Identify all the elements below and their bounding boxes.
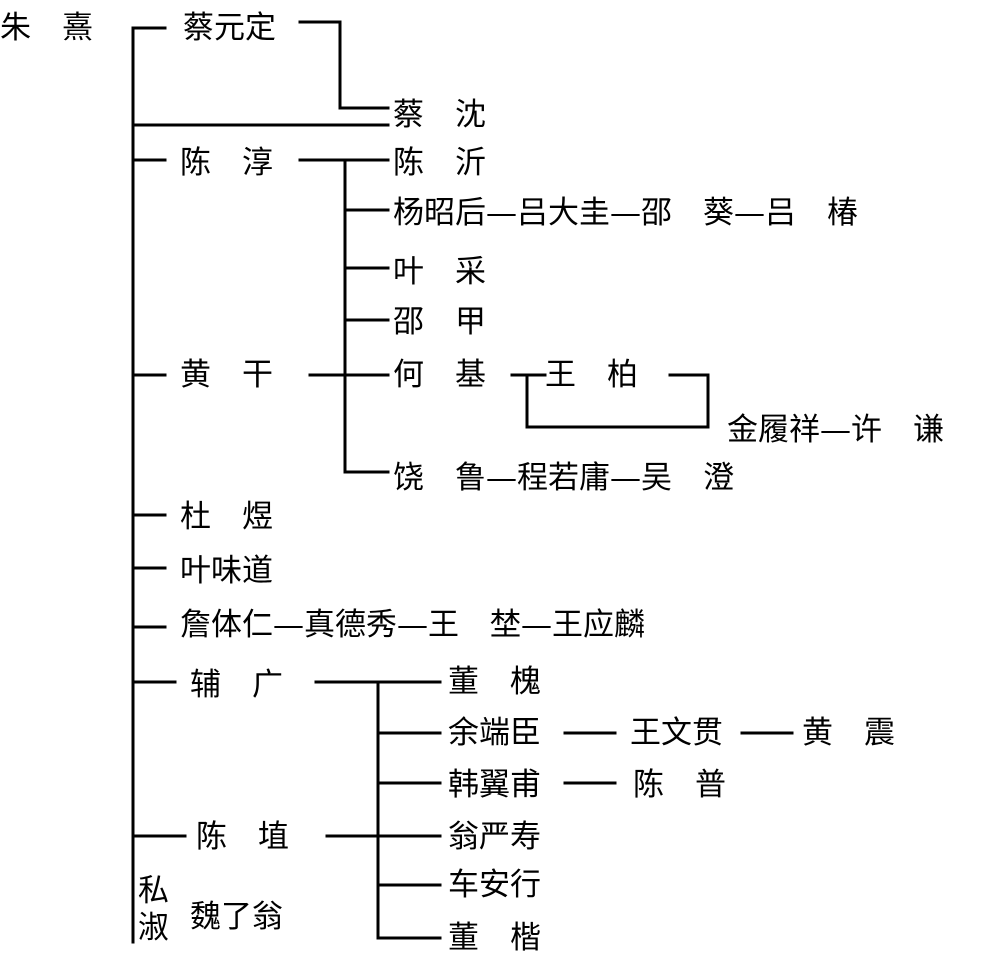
node-jin-lvxiang-chain: 金履祥—许 谦: [727, 412, 944, 448]
node-huang-gan: 黄 干: [180, 357, 273, 393]
node-chen-pu: 陈 普: [633, 767, 726, 803]
node-weng-yanshou: 翁严寿: [448, 819, 541, 855]
node-zhan-tiren-chain: 詹体仁—真德秀—王 埜—王应麟: [180, 607, 645, 643]
node-ye-weidao: 叶味道: [180, 553, 273, 589]
node-rao-lu-chain: 饶 鲁—程若庸—吴 澄: [393, 460, 734, 496]
node-cai-chen: 蔡 沈: [393, 97, 486, 133]
node-che-anxing: 车安行: [448, 867, 541, 903]
node-dong-kai: 董 楷: [448, 920, 541, 956]
node-zhu-xi: 朱 熹: [0, 10, 93, 46]
node-chen-qi: 陈 沂: [393, 145, 486, 181]
node-he-ji: 何 基: [393, 357, 486, 393]
node-fu-guang: 辅 广: [190, 667, 283, 703]
private-disciple-label: 私淑: [138, 873, 169, 946]
node-cai-yuanding: 蔡元定: [183, 10, 276, 46]
node-han-yifu: 韩翼甫: [448, 767, 541, 803]
node-du-yu: 杜 煜: [180, 499, 273, 535]
node-huang-zhen: 黄 震: [802, 715, 895, 751]
node-wang-wenguan: 王文贯: [630, 715, 723, 751]
node-chen-zhi: 陈 埴: [196, 819, 289, 855]
node-dong-huai: 董 槐: [448, 664, 541, 700]
node-shao-jia: 邵 甲: [393, 304, 486, 340]
node-chen-chun: 陈 淳: [180, 145, 273, 181]
node-ye-cai: 叶 采: [393, 254, 486, 290]
node-wang-bai: 王 柏: [545, 357, 638, 393]
node-yu-duanchen: 余端臣: [448, 715, 541, 751]
node-yang-zhaohou-chain: 杨昭后—吕大圭—邵 葵—吕 椿: [393, 195, 858, 231]
node-wei-liaoweng: 魏了翁: [190, 899, 283, 935]
